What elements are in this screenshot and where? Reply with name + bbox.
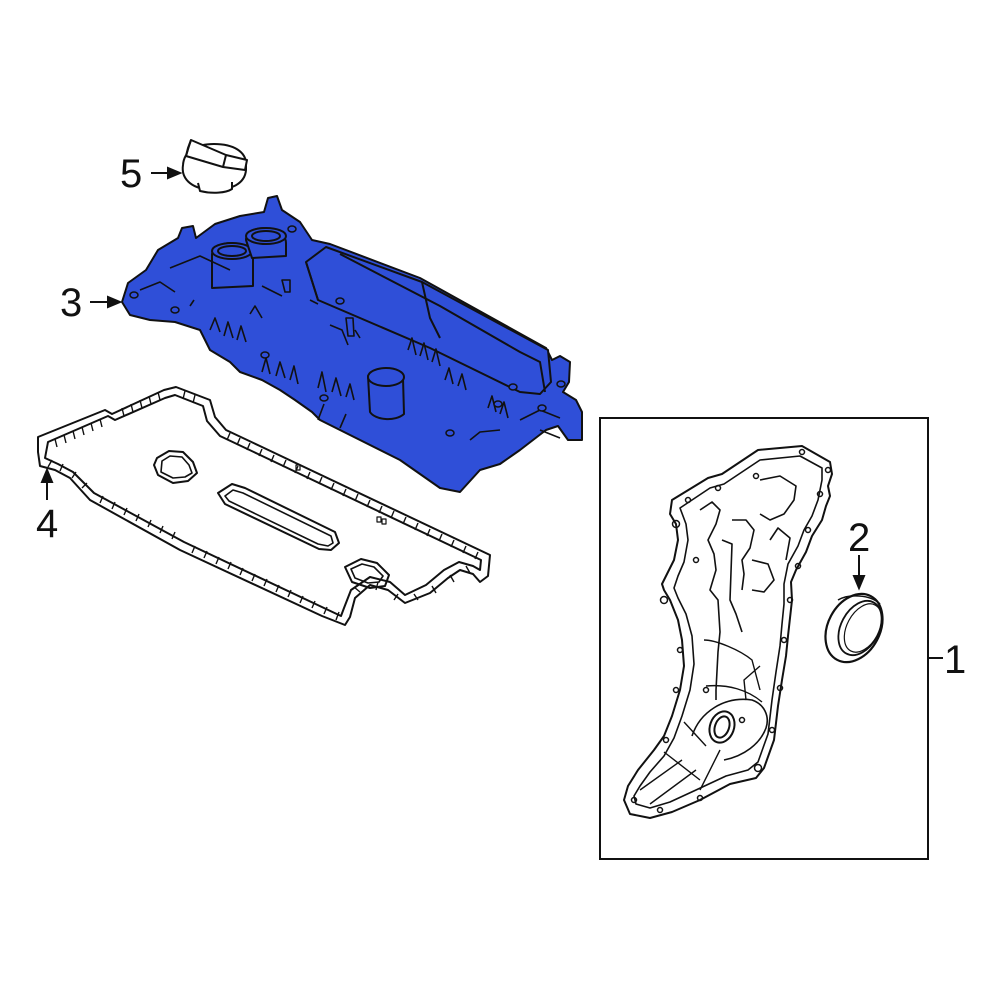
callout-2: 2 — [848, 516, 871, 560]
callout-3: 3 — [60, 281, 83, 325]
timing-cover-frame — [599, 417, 929, 860]
callout-4: 4 — [36, 502, 59, 546]
valve-cover-gasket[interactable] — [37, 386, 491, 626]
front-crankshaft-seal[interactable] — [814, 584, 894, 672]
valve-cover[interactable] — [121, 195, 583, 493]
timing-cover[interactable] — [623, 445, 833, 819]
leader-lines — [40, 166, 943, 659]
callout-1: 1 — [944, 638, 967, 682]
oil-filler-cap[interactable] — [181, 139, 248, 194]
callout-5: 5 — [120, 152, 143, 196]
